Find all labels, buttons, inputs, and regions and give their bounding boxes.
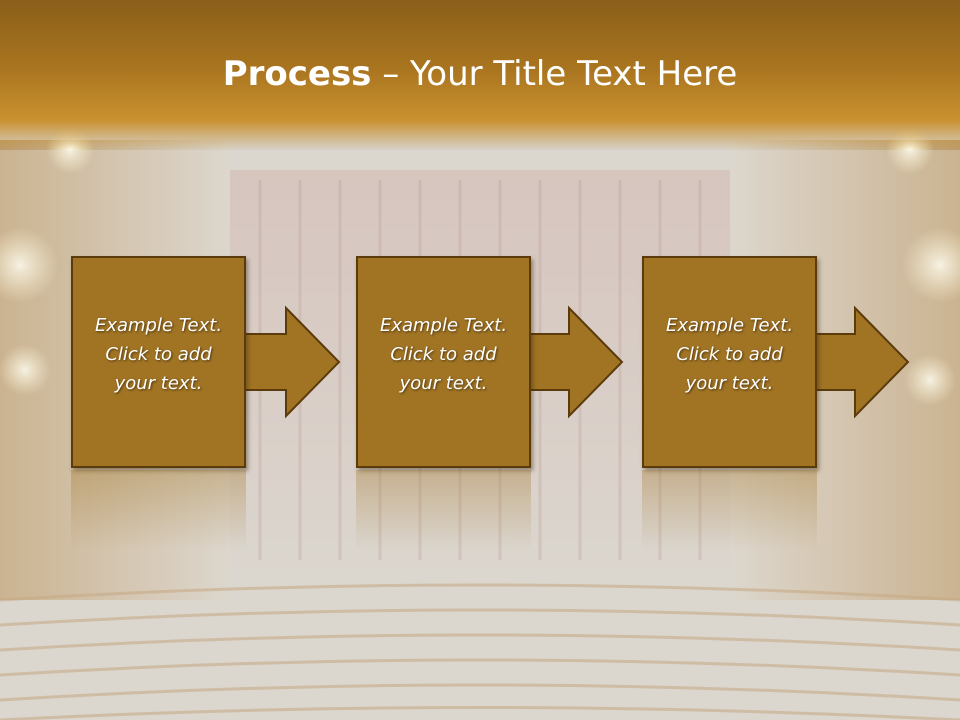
step-text[interactable]: Example Text. Click to add your text.: [356, 311, 531, 398]
step-text-line: Click to add: [676, 344, 783, 365]
title-bold-part: Process: [222, 54, 372, 94]
step-box: [356, 256, 531, 468]
process-step-2[interactable]: Example Text. Click to add your text.: [356, 256, 624, 468]
step-box: [71, 256, 246, 468]
step-box: [642, 256, 817, 468]
step-text-line: your text.: [685, 373, 774, 394]
right-arrow-icon: [811, 305, 910, 419]
process-step-1[interactable]: Example Text. Click to add your text.: [71, 256, 341, 468]
step-reflection: [71, 470, 246, 550]
step-reflection: [642, 470, 817, 550]
title-rest-part: – Your Title Text Here: [371, 54, 738, 94]
step-text[interactable]: Example Text. Click to add your text.: [642, 311, 817, 398]
step-text-line: your text.: [399, 373, 488, 394]
step-text-line: your text.: [114, 373, 203, 394]
title-band: [0, 0, 960, 150]
step-text-line: Click to add: [105, 344, 212, 365]
step-text-line: Example Text.: [94, 315, 223, 336]
right-arrow-icon: [240, 305, 341, 419]
step-text-line: Example Text.: [665, 315, 794, 336]
step-text-line: Example Text.: [379, 315, 508, 336]
slide-title[interactable]: Process – Your Title Text Here: [0, 52, 960, 96]
step-text-line: Click to add: [390, 344, 497, 365]
process-step-3[interactable]: Example Text. Click to add your text.: [642, 256, 910, 468]
right-arrow-icon: [525, 305, 624, 419]
step-text[interactable]: Example Text. Click to add your text.: [71, 311, 246, 398]
step-reflection: [356, 470, 531, 550]
